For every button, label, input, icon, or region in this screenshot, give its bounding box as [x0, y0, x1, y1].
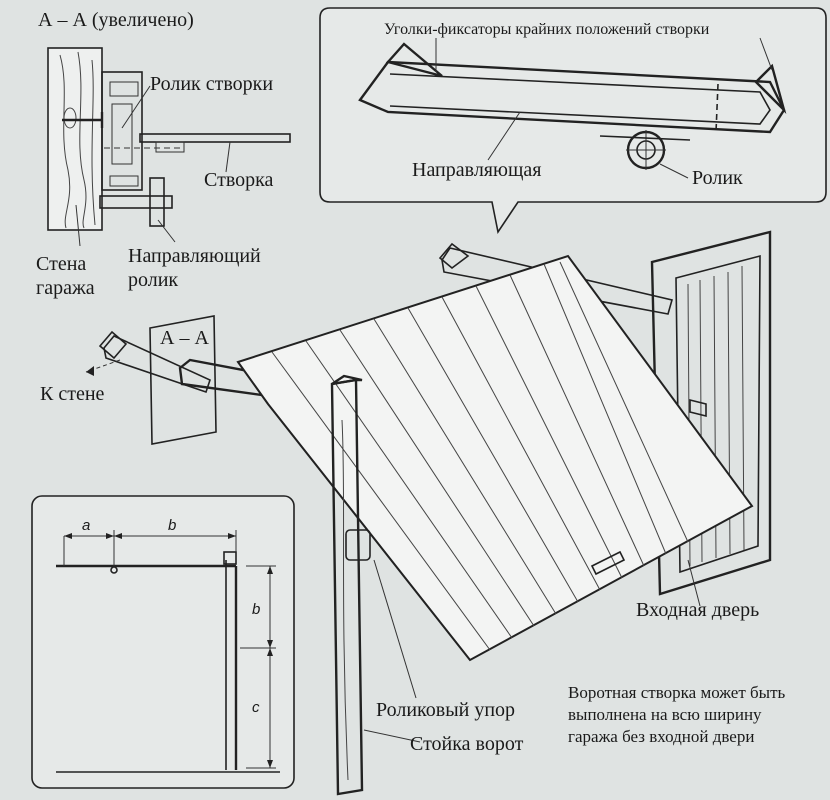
- label-to-wall: К стене: [40, 383, 105, 405]
- label-gate-post: Стойка ворот: [410, 733, 524, 755]
- dim-a: a: [82, 517, 90, 534]
- bracket-channel: [101, 71, 143, 191]
- guide-roller: [149, 177, 165, 227]
- guide-callout: Уголки-фиксаторы крайних положений створ…: [319, 7, 827, 235]
- left-rail-stub: [103, 335, 211, 394]
- garage-wall-block: [47, 47, 103, 231]
- sash-plate: [139, 133, 291, 143]
- label-guide: Направляющая: [412, 159, 541, 181]
- dim-c: c: [252, 699, 260, 716]
- panel-boards: [271, 261, 689, 651]
- label-roller: Ролик: [692, 167, 743, 189]
- stop-angle-left: [385, 42, 443, 78]
- note-line-2: выполнена на всю ширину: [568, 705, 762, 724]
- guide-roller-bolt: [99, 195, 173, 209]
- callout-bubble: [319, 7, 827, 235]
- label-sash-roller: Ролик створки: [150, 73, 273, 95]
- dim-b: b: [168, 517, 176, 534]
- stop-angle-right: [754, 63, 787, 115]
- note-line-1: Воротная створка может быть: [568, 683, 786, 702]
- label-roller-stop: Роликовый упор: [376, 699, 515, 721]
- label-sash: Створка: [204, 169, 274, 191]
- label-garage-wall-2: гаража: [36, 277, 95, 299]
- label-guide-roller-1: Направляющий: [128, 245, 261, 267]
- dim-b-vertical: b: [252, 601, 260, 618]
- gate-handle: [590, 550, 626, 576]
- section-title: А – А (увеличено): [38, 9, 194, 31]
- label-guide-roller-2: ролик: [128, 269, 178, 291]
- back-guide-rail: [441, 247, 673, 315]
- dimension-box: [31, 495, 295, 789]
- section-plane: [149, 315, 217, 445]
- gate-assembly: А – А К стене: [40, 230, 786, 796]
- door-handle: [689, 398, 707, 418]
- label-entrance-door: Входная дверь: [636, 599, 759, 621]
- note-line-3: гаража без входной двери: [568, 727, 754, 746]
- section-detail: А – А (увеличено) Ролик створки Створка …: [36, 9, 291, 299]
- label-garage-wall-1: Стена: [36, 253, 86, 275]
- label-section-mark: А – А: [160, 327, 209, 349]
- label-stops: Уголки-фиксаторы крайних положений створ…: [384, 21, 710, 38]
- dimension-scheme: a b b c: [31, 495, 295, 789]
- roller-stop: [345, 529, 371, 561]
